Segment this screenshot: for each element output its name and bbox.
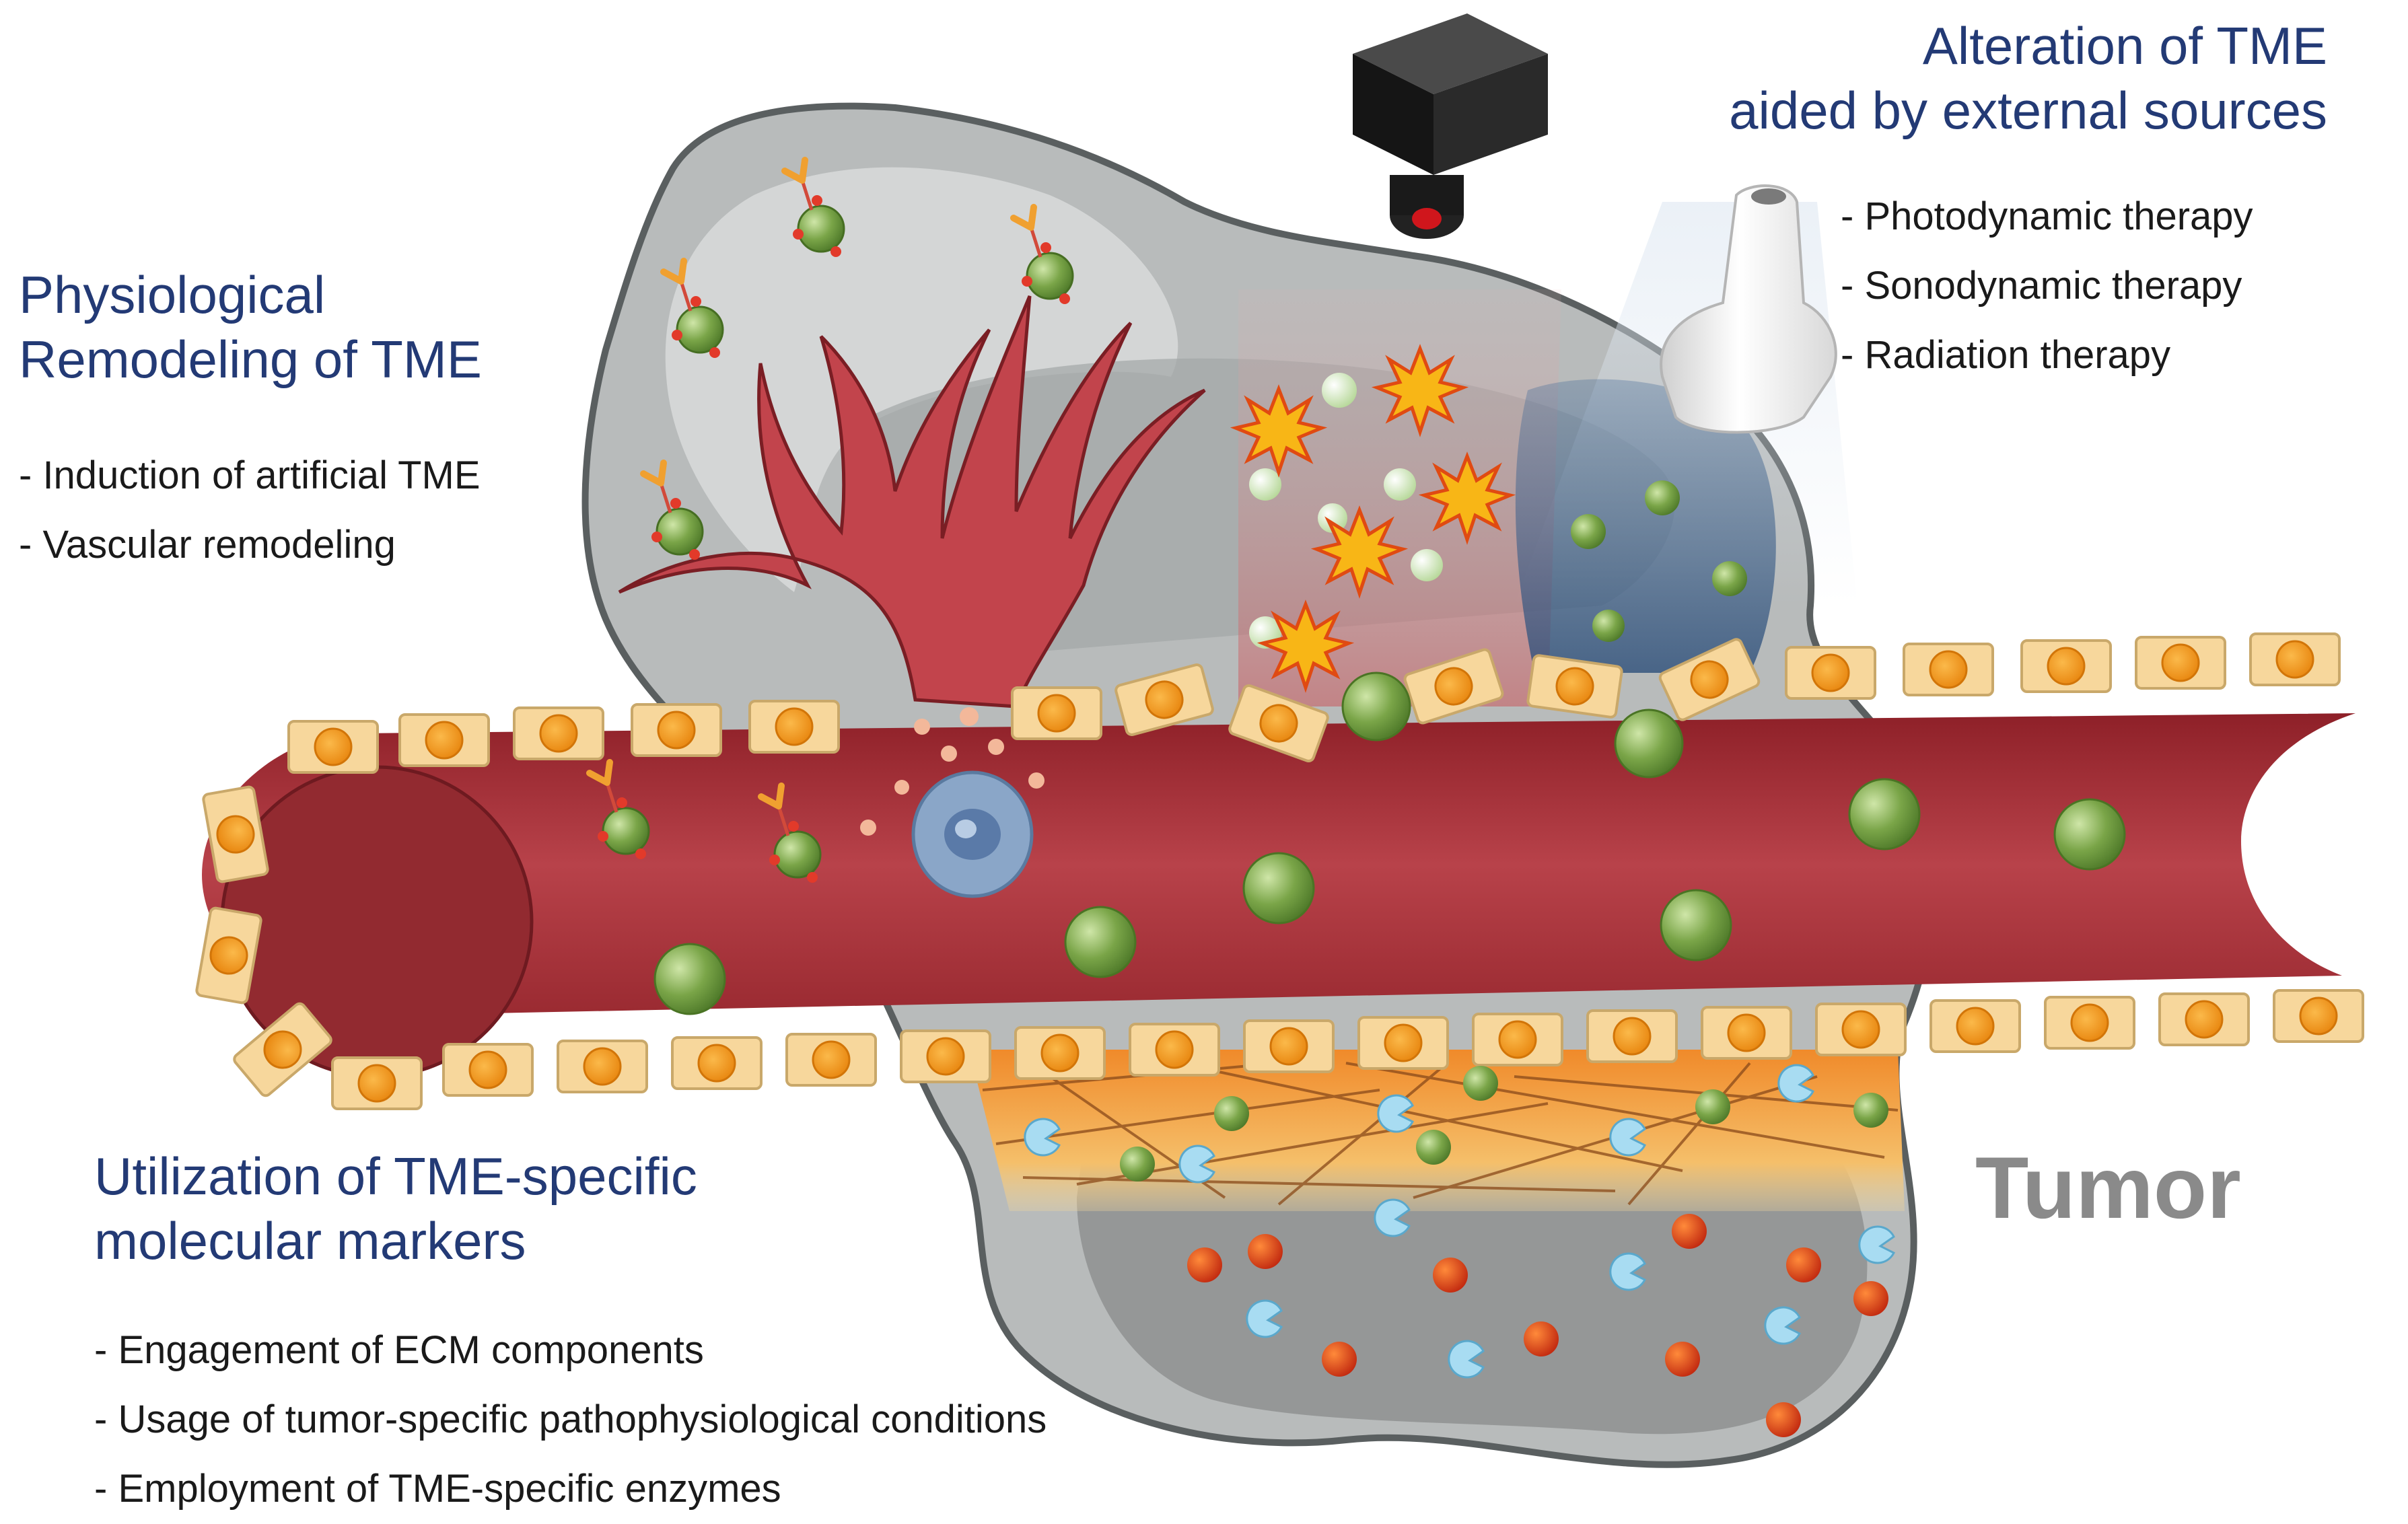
burst-icon xyxy=(1236,389,1322,472)
external-list: Photodynamic therapy Sonodynamic therapy… xyxy=(1841,182,2253,390)
tumor-label: Tumor xyxy=(1975,1138,2241,1237)
list-item: Induction of artificial TME xyxy=(19,441,480,510)
light-source-icon xyxy=(1353,13,1548,239)
red-particles xyxy=(1187,1214,1888,1437)
physiological-title-line1: Physiological xyxy=(19,265,326,324)
markers-title-line1: Utilization of TME-specific xyxy=(94,1147,697,1206)
external-title: Alteration of TME aided by external sour… xyxy=(1729,13,2327,143)
physiological-list: Induction of artificial TME Vascular rem… xyxy=(19,441,481,579)
list-item: Sonodynamic therapy xyxy=(1841,251,2253,320)
list-item: Engagement of ECM components xyxy=(94,1315,1047,1385)
markers-title: Utilization of TME-specific molecular ma… xyxy=(94,1144,697,1273)
list-item: Employment of TME-specific enzymes xyxy=(94,1454,1047,1523)
list-item: Radiation therapy xyxy=(1841,320,2253,390)
markers-list: Engagement of ECM components Usage of tu… xyxy=(94,1315,1047,1523)
physiological-title: Physiological Remodeling of TME xyxy=(19,262,482,392)
nanoparticle xyxy=(653,672,2126,1015)
list-item: Photodynamic therapy xyxy=(1841,182,2253,251)
list-item: Vascular remodeling xyxy=(19,510,481,579)
immune-cell xyxy=(911,770,1034,898)
ultrasound-probe-icon xyxy=(1660,184,1837,434)
list-item: Usage of tumor-specific pathophysiologic… xyxy=(94,1385,1047,1454)
external-title-line1: Alteration of TME xyxy=(1922,16,2327,75)
markers-title-line2: molecular markers xyxy=(94,1211,526,1270)
blue-zone xyxy=(1515,379,1776,673)
angiogenic-sprout xyxy=(618,295,1206,709)
ecm-nanoparticles xyxy=(1120,1066,1888,1182)
ecm-fibers xyxy=(982,1062,1899,1206)
physiological-title-line2: Remodeling of TME xyxy=(19,330,482,389)
external-title-line2: aided by external sources xyxy=(1729,81,2327,140)
leak-particles xyxy=(860,707,1044,836)
